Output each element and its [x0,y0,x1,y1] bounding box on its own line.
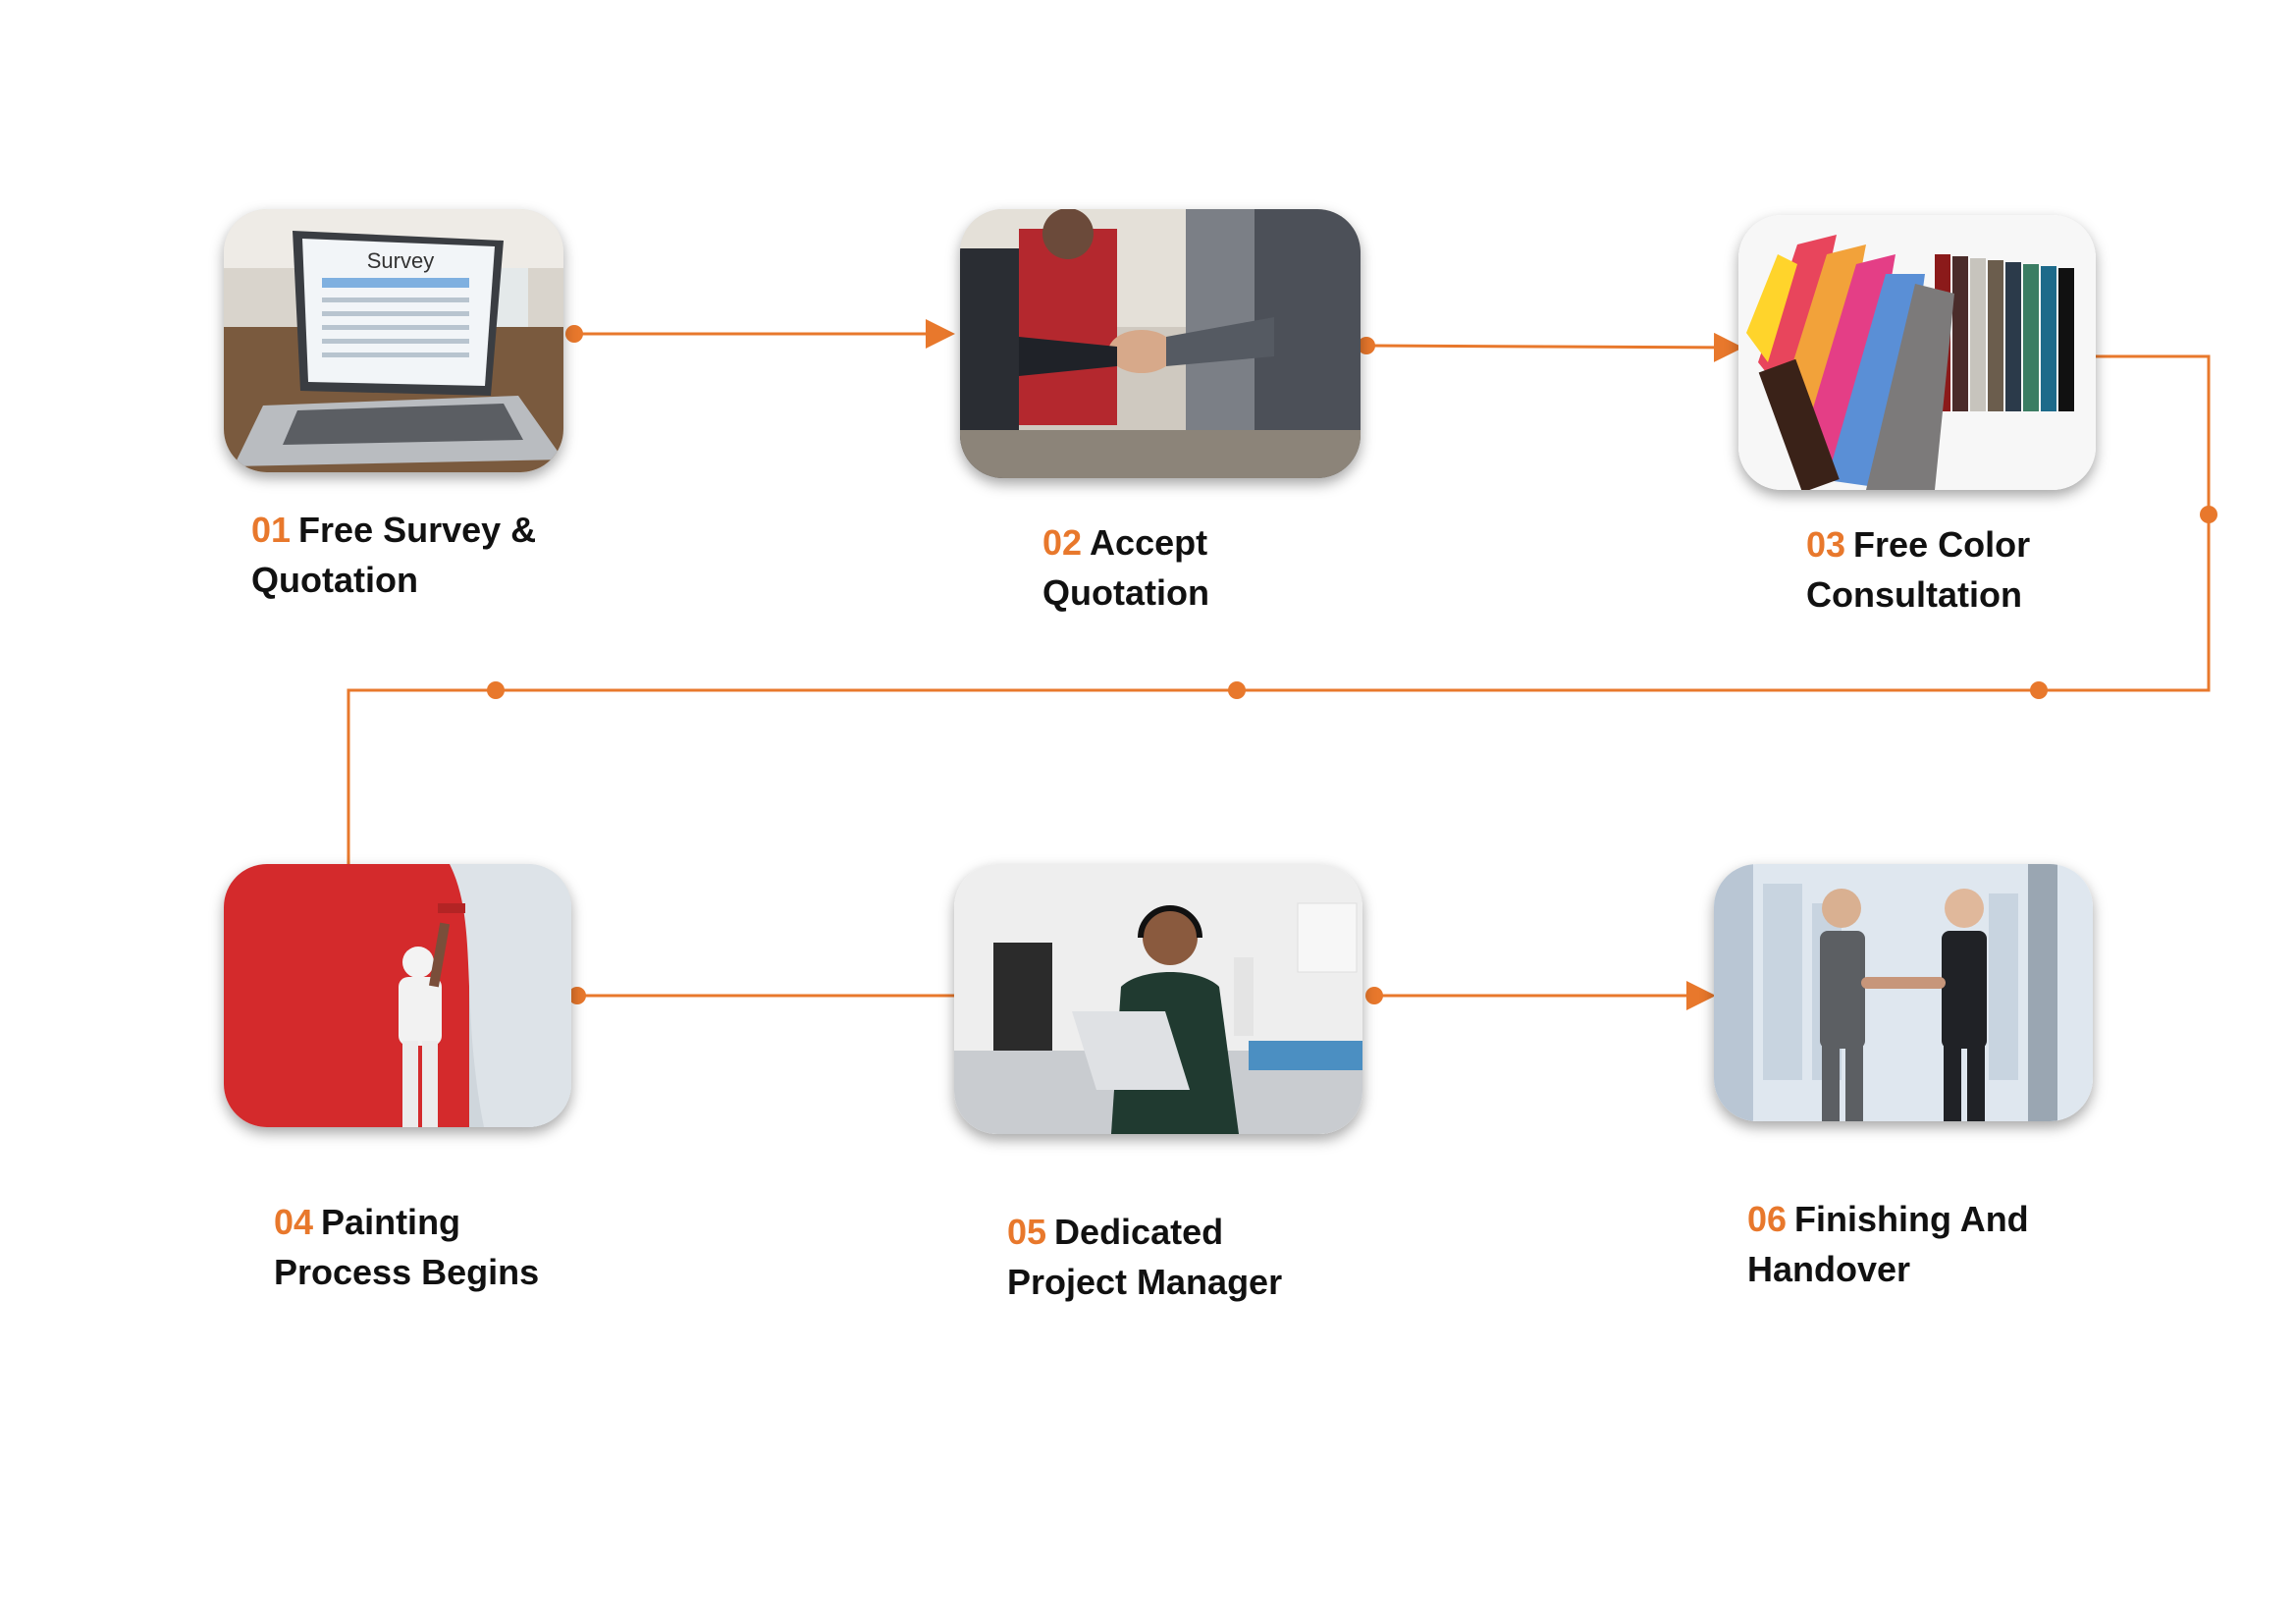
color-swatch-fan-image [1738,215,2096,490]
connector-dot [1228,681,1246,699]
step-number: 01 [251,510,292,550]
step-title-line-1: Free Survey & [298,510,537,550]
connector-dot [565,325,583,343]
manager-laptop-image [954,864,1362,1134]
painter-red-wall-image [224,864,571,1127]
laptop-survey-image: Survey [224,209,563,472]
step-title-line-1: Free Color [1853,524,2031,565]
step-number: 02 [1042,522,1083,563]
business-handshake-image [1714,864,2093,1121]
step-title-line-2: Consultation [1806,574,2022,615]
connector-02-03 [1365,332,1743,362]
connector-dot [487,681,505,699]
step-title-line-1: Accept [1090,522,1208,563]
connector-dot [568,987,586,1004]
connector-dot [1358,337,1375,354]
connector-dot [2030,681,2048,699]
connector-dot [1365,987,1383,1004]
step-title-line-1: Dedicated [1054,1212,1224,1252]
step-title-line-2: Quotation [1042,572,1209,613]
step-number: 04 [274,1202,314,1242]
step-title-line-2: Process Begins [274,1252,540,1292]
step-title-line-2: Handover [1747,1249,1911,1289]
step-title-line-2: Project Manager [1007,1262,1283,1302]
step-number: 03 [1806,524,1846,565]
step-title-line-1: Finishing And [1794,1199,2029,1239]
handshake-meeting-image [960,209,1361,478]
step-number: 06 [1747,1199,1788,1239]
step-number: 05 [1007,1212,1047,1252]
step-title-line-2: Quotation [251,560,418,600]
step-title-line-1: Painting [321,1202,461,1242]
survey-screen-text: Survey [367,248,434,273]
connector-dot [2200,506,2217,523]
